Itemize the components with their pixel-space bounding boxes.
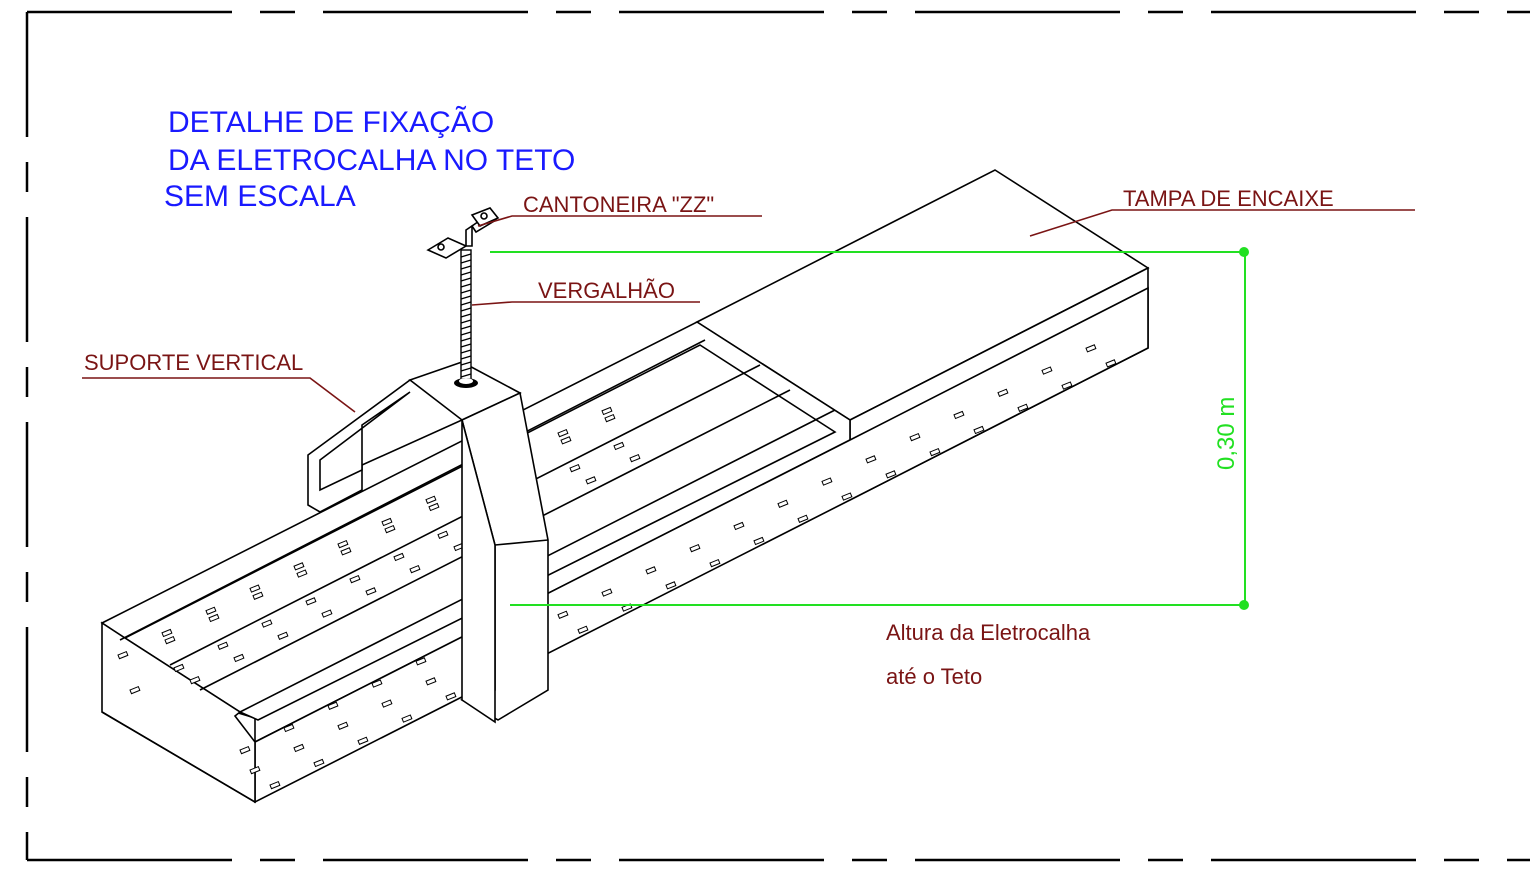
perforation-slot: [425, 495, 437, 504]
perforation-slot: [585, 476, 597, 485]
perforation-slot: [337, 539, 349, 549]
perforation-slot: [437, 530, 449, 539]
label-altura-line-2: até o Teto: [886, 664, 982, 689]
perforation-slot: [997, 388, 1009, 397]
sheet-border: [25, 10, 1530, 862]
perforation-slot: [665, 581, 677, 590]
perforation-slot: [327, 701, 339, 710]
vertical-support: [307, 361, 549, 724]
perforation-slot: [205, 606, 217, 615]
perforation-slot: [1041, 366, 1053, 375]
title-line-3: SEM ESCALA: [164, 180, 356, 213]
label-vergalhao: VERGALHÃO: [538, 278, 675, 303]
perforation-slot: [365, 587, 377, 596]
perforation-slot: [161, 628, 173, 638]
perforation-slot: [381, 517, 393, 527]
perforation-slot: [384, 524, 396, 534]
perforation-slot: [217, 641, 229, 650]
perforation-slot: [1105, 359, 1117, 368]
perforation-slot: [381, 699, 393, 708]
perforation-slot: [841, 492, 853, 501]
perforation-slot: [953, 410, 965, 420]
perforation-slot: [249, 584, 261, 593]
perforation-slot: [393, 552, 405, 562]
perforation-slot: [577, 625, 589, 634]
perforation-slot: [269, 780, 281, 790]
perforation-slot: [601, 406, 613, 416]
perforation-slot: [777, 499, 789, 508]
perforation-slot: [321, 609, 333, 618]
perforation-slot: [293, 562, 305, 571]
perforation-slot: [337, 721, 349, 730]
perforation-slot: [164, 635, 176, 645]
perforation-slot: [313, 758, 325, 768]
label-altura-line-1: Altura da Eletrocalha: [886, 620, 1091, 645]
perforation-slot: [208, 613, 220, 623]
perforation-slot: [557, 428, 569, 438]
perforation-slot: [569, 463, 581, 473]
perforation-slot: [604, 413, 616, 423]
perforation-slot: [865, 455, 877, 464]
perforation-slot: [283, 723, 295, 733]
perforation-slot: [689, 543, 701, 553]
perforation-slot: [189, 675, 201, 685]
title-line-1: DETALHE DE FIXAÇÃO: [168, 105, 494, 139]
perforation-slot: [973, 425, 985, 435]
perforation-slot: [445, 692, 457, 701]
perforation-slot: [233, 653, 245, 663]
perforation-slot: [401, 714, 413, 723]
label-tampa: TAMPA DE ENCAIXE: [1123, 186, 1334, 211]
dimension-value: 0,30 m: [1213, 397, 1240, 470]
perforation-slot: [645, 566, 657, 575]
cable-tray: [100, 169, 1150, 804]
perforation-slot: [349, 574, 361, 584]
perforation-slot: [305, 597, 317, 606]
perforation-slot: [885, 470, 897, 479]
perforation-slot: [821, 477, 833, 486]
perforation-slot: [753, 536, 765, 546]
perforation-slot: [1061, 381, 1073, 390]
perforation-slot: [357, 736, 369, 745]
perforation-slot: [371, 679, 383, 688]
perforation-slot: [1017, 403, 1029, 412]
perforation-slot: [409, 564, 421, 574]
perforation-slot: [613, 441, 625, 451]
perforation-slot: [733, 521, 745, 531]
title-line-2: DA ELETROCALHA NO TETO: [168, 144, 575, 177]
tray-perforations: [117, 344, 1117, 790]
perforation-slot: [601, 588, 613, 597]
perforation-slot: [425, 677, 437, 686]
perforation-slot: [1085, 344, 1097, 353]
perforation-slot: [252, 591, 264, 600]
perforation-slot: [629, 453, 641, 463]
perforation-slot: [560, 436, 572, 445]
perforation-slot: [249, 765, 261, 775]
height-dimension: [490, 247, 1249, 610]
perforation-slot: [929, 447, 941, 457]
perforation-slot: [797, 514, 809, 523]
perforation-slot: [709, 558, 721, 568]
perforation-slot: [428, 502, 440, 512]
perforation-slot: [239, 745, 251, 755]
perforation-slot: [415, 657, 427, 666]
perforation-slot: [557, 610, 569, 619]
perforation-slot: [277, 631, 289, 640]
perforation-slot: [129, 685, 141, 695]
label-suporte: SUPORTE VERTICAL: [84, 350, 303, 375]
perforation-slot: [261, 619, 273, 628]
perforation-slot: [909, 432, 921, 442]
perforation-slot: [173, 663, 185, 673]
perforation-slot: [340, 547, 352, 556]
perforation-slot: [117, 650, 129, 660]
label-cantoneira: CANTONEIRA "ZZ": [523, 192, 714, 217]
zz-bracket: [426, 207, 500, 259]
perforation-slot: [296, 569, 308, 578]
perforation-slot: [293, 743, 305, 753]
threaded-rod: [454, 249, 478, 388]
leader-lines: [82, 209, 1415, 413]
